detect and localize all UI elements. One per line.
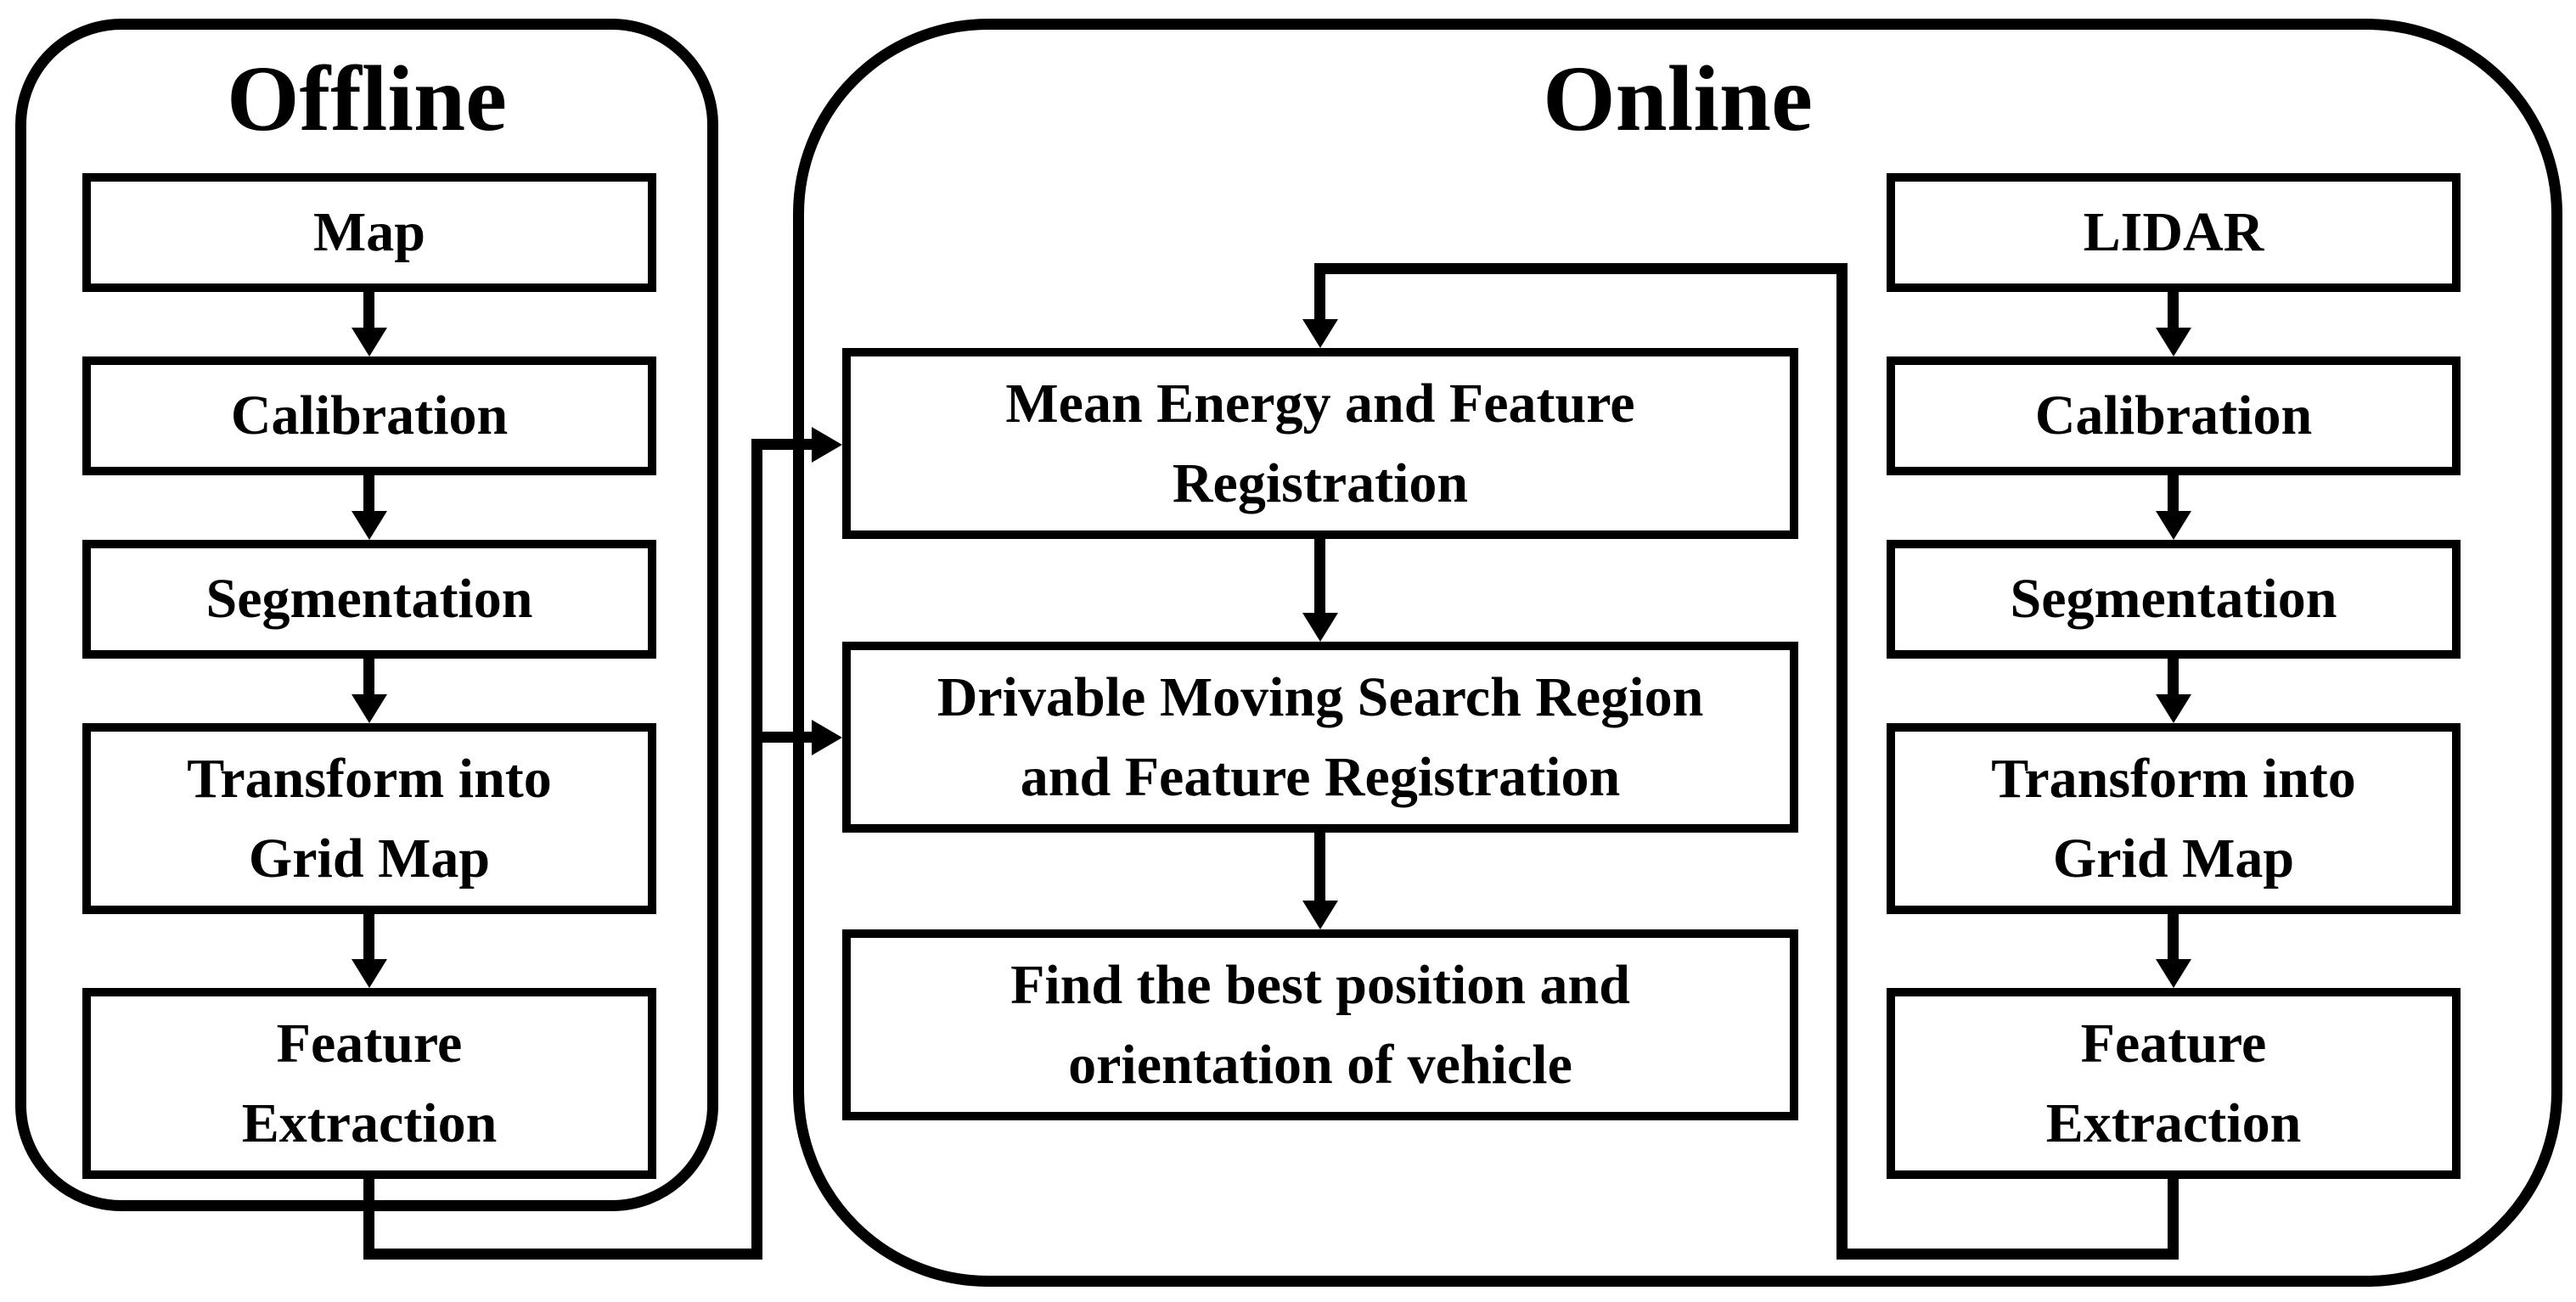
arrow-stem-offline-2 [363,475,374,514]
arrowhead-into-drivable-left [812,720,842,755]
flow-box-offline-segmentation: Segmentation [82,540,656,659]
connector-online-feedback-top [1314,263,1848,274]
arrow-stem-offline-3 [363,659,374,698]
arrowhead-sensor-2 [2156,511,2191,540]
offline-panel [15,19,718,1211]
arrowhead-pipeline-1 [1302,613,1338,642]
arrow-stem-pipeline-2 [1314,833,1325,905]
online-title: Online [1543,47,1813,150]
flow-box-find-best-position: Find the best position and orientation o… [842,929,1798,1120]
flow-box-offline-transform-grid-map: Transform into Grid Map [82,723,656,914]
flow-box-online-segmentation: Segmentation [1887,540,2461,659]
connector-feedback-into-mean-energy [1314,263,1325,323]
flow-box-online-calibration: Calibration [1887,356,2461,475]
flow-box-offline-map: Map [82,173,656,292]
arrow-stem-offline-1 [363,292,374,331]
flow-box-offline-calibration: Calibration [82,356,656,475]
flow-box-online-transform-grid-map: Transform into Grid Map [1887,723,2461,914]
arrow-stem-sensor-4 [2168,914,2179,963]
flow-box-lidar: LIDAR [1887,173,2461,292]
connector-branch-to-mean-energy [751,439,812,450]
flow-box-online-feature-extraction: Feature Extraction [1887,988,2461,1179]
connector-online-feedback-riser [1836,263,1848,1260]
arrow-stem-sensor-3 [2168,659,2179,698]
flow-box-offline-feature-extraction: Feature Extraction [82,988,656,1179]
online-panel [793,19,2562,1287]
arrowhead-pipeline-2 [1302,901,1338,929]
connector-offline-output-drop [363,1179,374,1260]
connector-offline-output-riser [751,439,762,1260]
connector-online-feedback-drop [2168,1179,2179,1260]
arrowhead-into-mean-energy-top [1302,319,1338,348]
arrowhead-offline-1 [352,328,387,356]
arrow-stem-offline-4 [363,914,374,963]
flow-box-drivable-search-region: Drivable Moving Search Region and Featur… [842,642,1798,833]
connector-offline-output-bottom [363,1249,762,1260]
arrow-stem-sensor-2 [2168,475,2179,514]
arrowhead-into-mean-energy-left [812,427,842,463]
arrowhead-sensor-4 [2156,959,2191,988]
flow-box-mean-energy-registration: Mean Energy and Feature Registration [842,348,1798,539]
arrowhead-offline-2 [352,511,387,540]
offline-title: Offline [227,47,507,150]
connector-online-feedback-bottom [1836,1249,2179,1260]
arrow-stem-sensor-1 [2168,292,2179,331]
arrowhead-offline-4 [352,959,387,988]
arrowhead-offline-3 [352,694,387,723]
arrowhead-sensor-3 [2156,694,2191,723]
arrowhead-sensor-1 [2156,328,2191,356]
arrow-stem-pipeline-1 [1314,539,1325,617]
connector-branch-to-drivable [751,732,812,743]
